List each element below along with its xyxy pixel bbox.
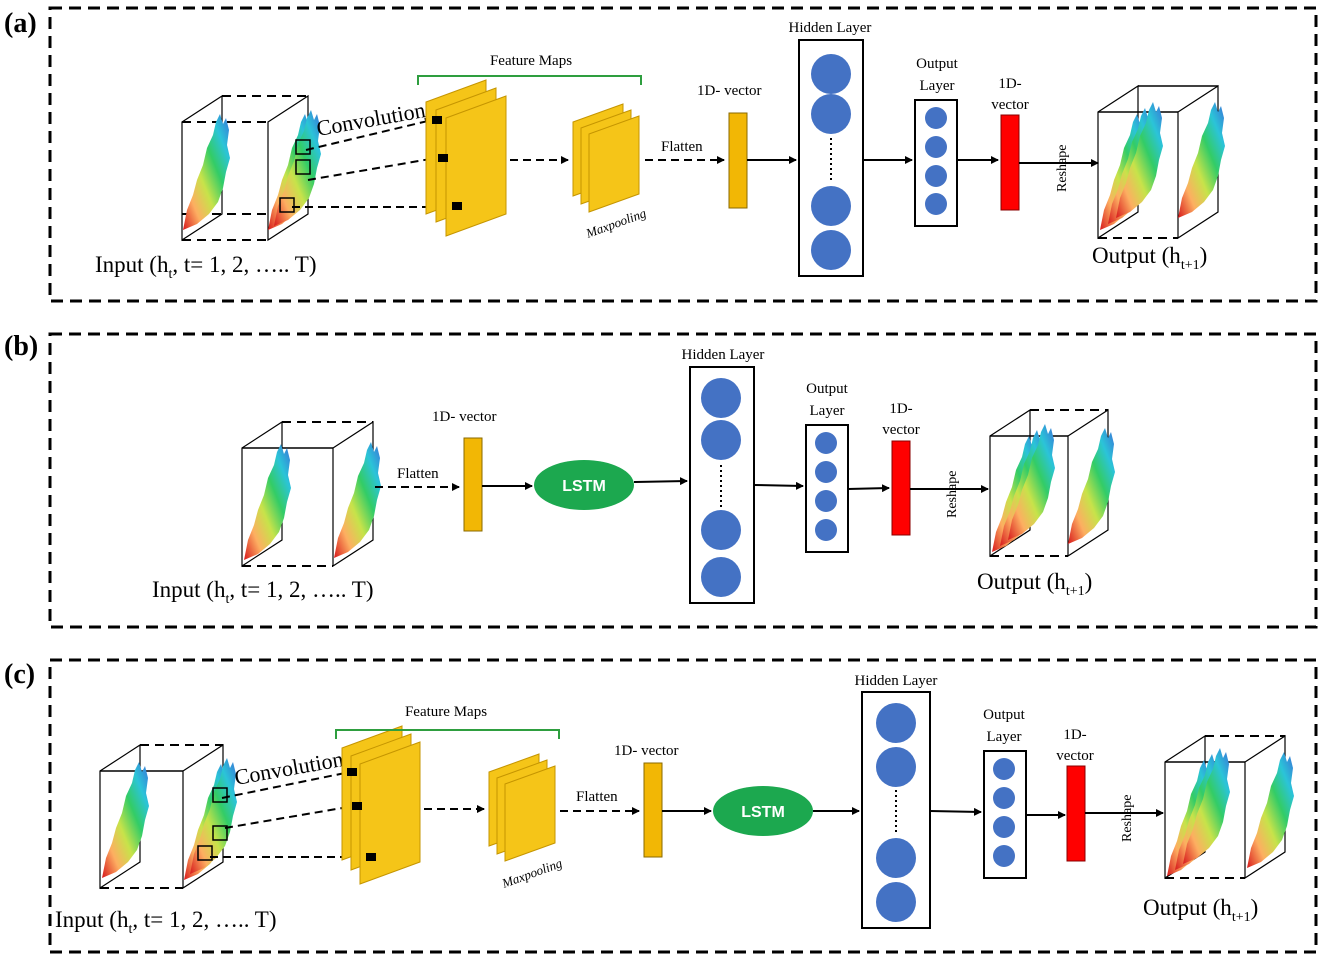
output-layer-label: Output: [983, 707, 1026, 723]
output-neuron: [993, 845, 1015, 867]
output-neuron: [815, 461, 837, 483]
output-layer: [914, 99, 958, 227]
hidden-neuron: [701, 557, 741, 597]
output-neuron: [925, 165, 947, 187]
output-layer-label: Output: [916, 56, 959, 72]
feature-maps-label: Feature Maps: [490, 53, 572, 69]
panel-c-letter: (c): [4, 659, 35, 690]
vector-1d-label: 1D- vector: [614, 743, 679, 759]
feature-maps-bracket: [417, 75, 642, 85]
lstm-label: LSTM: [562, 478, 606, 495]
input-label: Input (ht, t= 1, 2, ….. T): [95, 252, 317, 282]
output-layer-label: Layer: [810, 403, 845, 419]
vector-1d-output-label: vector: [882, 422, 919, 438]
terrain-map-image: [102, 762, 149, 878]
vector-1d-label: 1D- vector: [697, 83, 762, 99]
input-cube: [99, 743, 237, 890]
vector-1d-label: 1D- vector: [432, 409, 497, 425]
feature-maps-bracket: [335, 729, 560, 739]
vector-1d-output-label: 1D-: [998, 76, 1021, 92]
panel-b-letter: (b): [4, 331, 38, 362]
panel-a-letter: (a): [4, 8, 37, 39]
output-neuron: [993, 787, 1015, 809]
output-cube: [1164, 734, 1294, 880]
hidden-layer: [798, 39, 864, 277]
terrain-map-image: [244, 444, 291, 560]
hidden-neuron: [701, 378, 741, 418]
hidden-layer-label: Hidden Layer: [855, 673, 938, 689]
input-label: Input (ht, t= 1, 2, ….. T): [55, 907, 277, 937]
hidden-neuron: [876, 838, 916, 878]
panel-a-border: [48, 6, 1318, 303]
input-label: Input (ht, t= 1, 2, ….. T): [152, 577, 374, 607]
hidden-neuron: [876, 882, 916, 922]
output-layer-label: Layer: [920, 78, 955, 94]
hidden-neuron: [811, 230, 851, 270]
reshape-label: Reshape: [945, 471, 960, 518]
terrain-map-image: [334, 442, 381, 558]
reshape-label: Reshape: [1055, 145, 1070, 192]
vector-1d-output-label: 1D-: [889, 401, 912, 417]
flatten-label: Flatten: [661, 139, 703, 155]
output-layer-label: Output: [806, 381, 849, 397]
output-neuron: [925, 107, 947, 129]
input-cube: [181, 94, 321, 242]
hidden-neuron: [701, 420, 741, 460]
lstm-label: LSTM: [741, 804, 785, 821]
input-cube: [241, 420, 381, 568]
panel-a: (a) Convolution: [4, 6, 1318, 303]
maxpooling-maps: [488, 753, 556, 862]
convolution-label: Convolution: [233, 746, 346, 790]
vector-1d: [728, 112, 748, 209]
hidden-neuron: [701, 510, 741, 550]
hidden-neuron: [876, 747, 916, 787]
vector-1d-output-label: vector: [1056, 748, 1093, 764]
output-layer-label: Layer: [987, 729, 1022, 745]
panel-c: (c) Convolution Feature Maps: [4, 658, 1318, 954]
panel-c-border: [48, 658, 1318, 954]
maxpooling-maps: [572, 103, 640, 213]
hidden-layer: [861, 691, 931, 929]
panel-b-border: [48, 332, 1318, 629]
output-cube: [989, 408, 1115, 558]
output-neuron: [815, 432, 837, 454]
output-cube: [1097, 84, 1225, 240]
output-neuron: [993, 758, 1015, 780]
output-neuron: [925, 193, 947, 215]
hidden-layer-label: Hidden Layer: [682, 347, 765, 363]
lstm-node: [713, 786, 813, 836]
vector-1d-output: [1000, 114, 1020, 211]
feature-maps-label: Feature Maps: [405, 704, 487, 720]
output-label: Output (ht+1): [977, 569, 1092, 599]
terrain-map-image: [274, 110, 321, 226]
hidden-neuron: [876, 703, 916, 743]
terrain-map-image: [183, 114, 230, 230]
vector-1d: [643, 762, 663, 858]
vector-1d-output-label: vector: [991, 97, 1028, 113]
flatten-label: Flatten: [397, 466, 439, 482]
lstm-node: [534, 460, 634, 510]
hidden-neuron: [811, 54, 851, 94]
maxpooling-label: Maxpooling: [499, 855, 565, 891]
output-label: Output (ht+1): [1092, 243, 1207, 273]
vector-1d-output-label: 1D-: [1063, 727, 1086, 743]
output-neuron: [925, 136, 947, 158]
hidden-layer-label: Hidden Layer: [789, 20, 872, 36]
flatten-label: Flatten: [576, 789, 618, 805]
panel-b: (b) Flatten 1D- vector LSTM Hidden Layer…: [4, 331, 1318, 629]
vector-1d: [463, 437, 483, 532]
hidden-neuron: [811, 186, 851, 226]
reshape-label: Reshape: [1120, 795, 1135, 842]
output-neuron: [815, 490, 837, 512]
output-label: Output (ht+1): [1143, 895, 1258, 925]
vector-1d-output: [1066, 765, 1086, 862]
output-neuron: [815, 519, 837, 541]
output-neuron: [993, 816, 1015, 838]
feature-maps: [425, 79, 507, 237]
feature-maps: [341, 725, 421, 885]
vector-1d-output: [891, 440, 911, 536]
hidden-neuron: [811, 94, 851, 134]
